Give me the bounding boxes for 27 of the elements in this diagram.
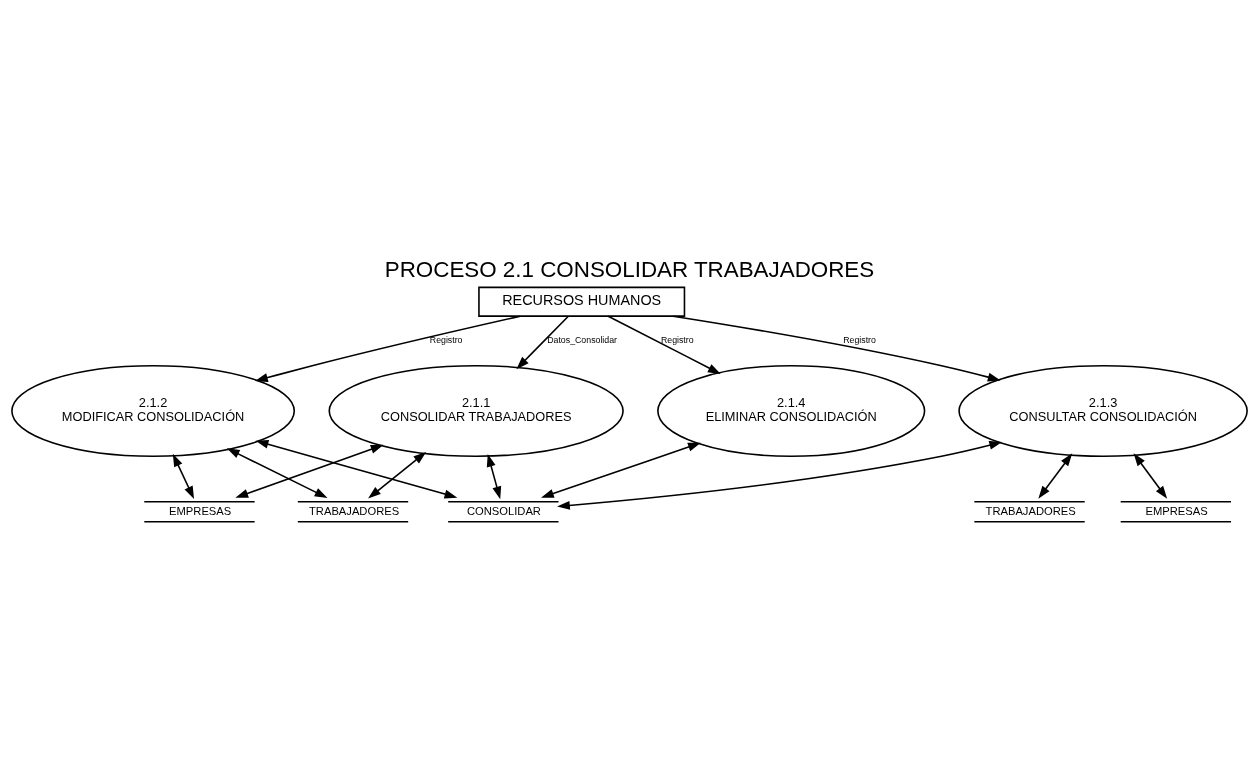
node-text: TRABAJADORES — [985, 504, 1076, 517]
arrow — [226, 448, 328, 498]
edge-label: Datos_Consolidar — [547, 335, 618, 346]
node-text: CONSOLIDAR — [466, 504, 541, 517]
edge-label: Registro — [843, 335, 876, 346]
arrow — [1133, 453, 1168, 499]
node-box: RECURSOS HUMANOS — [478, 286, 686, 317]
arrow — [172, 453, 195, 500]
edge-label: Registro — [660, 335, 694, 346]
node-text: TRABAJADORES — [309, 504, 400, 517]
node-text: EMPRESAS — [1145, 504, 1208, 517]
arrow — [557, 440, 1003, 510]
arrow — [672, 315, 1001, 382]
arrow — [516, 315, 570, 370]
diagram-title: PROCESO 2.1 CONSOLIDAR TRABAJADORES — [384, 257, 875, 283]
arrow — [1038, 453, 1073, 499]
arrow — [541, 442, 701, 498]
node-ellipse: 2.1.3 CONSULTAR CONSOLIDACIÓN — [958, 364, 1248, 458]
arrow — [235, 444, 384, 498]
arrow — [607, 315, 721, 374]
edge-label: Registro — [429, 335, 463, 346]
arrow — [486, 453, 502, 500]
node-ellipse: 2.1.1 CONSOLIDAR TRABAJADORES — [328, 364, 624, 458]
arrow — [368, 451, 427, 499]
node-text: EMPRESAS — [169, 504, 232, 517]
arrow — [255, 315, 522, 382]
arrow — [255, 439, 458, 499]
